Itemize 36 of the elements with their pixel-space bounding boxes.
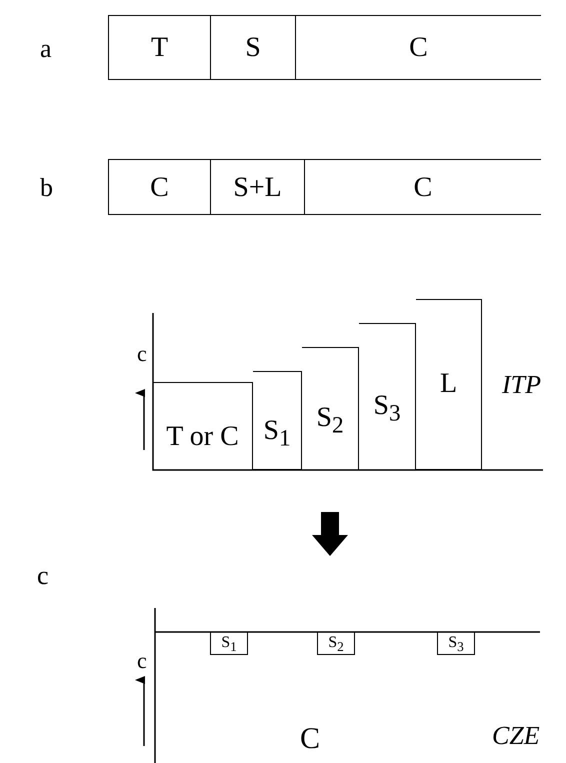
peak-box (210, 632, 248, 655)
trace-type-label: ITP (502, 372, 541, 398)
zone-label: C (300, 724, 320, 754)
segment-label: C (412, 174, 434, 202)
segment-label: S$_{1}$ (220, 635, 238, 654)
panel-letter: b (40, 175, 53, 201)
zone-block (359, 323, 416, 470)
segment-label: T (150, 34, 170, 62)
segment-label: S (244, 34, 262, 62)
tube-segment (211, 159, 305, 215)
tube-segment (108, 159, 211, 215)
tube-segment (296, 15, 541, 80)
segment-label: S$_{3}$ (372, 392, 402, 426)
axis-label: c (137, 343, 147, 365)
panel-letter: a (40, 36, 52, 62)
tube-segment (108, 15, 211, 80)
zone-block (253, 371, 302, 470)
segment-label: S$_{1}$ (262, 417, 292, 451)
segment-label: S$_{2}$ (315, 404, 345, 438)
tube-segment (211, 15, 296, 80)
peak-box (437, 632, 475, 655)
segment-label: C (408, 34, 429, 62)
segment-label: T or C (165, 423, 240, 451)
zone-block (302, 347, 359, 470)
peak-box (317, 632, 355, 655)
axis-label: c (137, 650, 147, 672)
segment-label: S$_{3}$ (447, 635, 465, 654)
zone-block (416, 299, 482, 470)
panel-letter: c (37, 563, 49, 589)
segment-label: S$_{2}$ (327, 635, 345, 654)
segment-label: L (438, 370, 458, 398)
tube-segment (305, 159, 541, 215)
zone-block (153, 382, 253, 470)
trace-type-label: CZE (492, 723, 540, 749)
segment-label: C (149, 174, 170, 202)
segment-label: S+L (232, 174, 283, 202)
